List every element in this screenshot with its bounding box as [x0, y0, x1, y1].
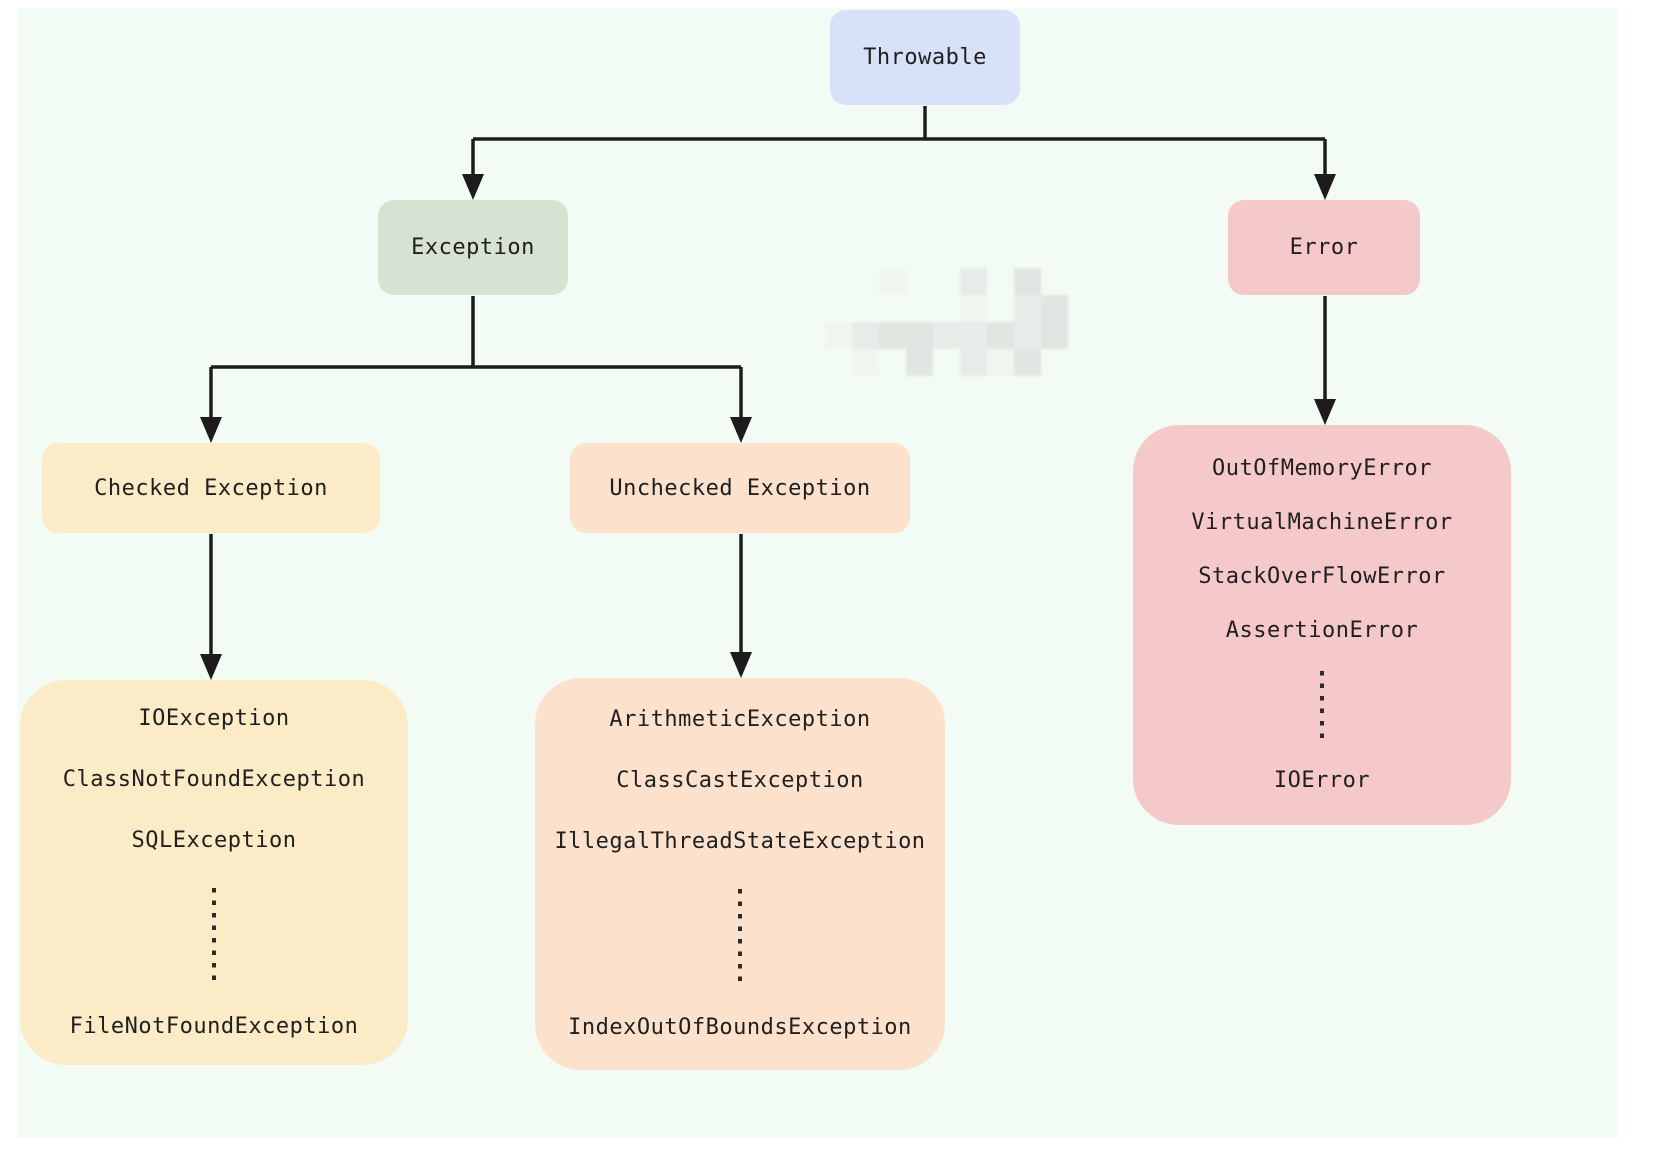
- node-unchecked-exception-label: Unchecked Exception: [609, 475, 871, 501]
- list-item: IOError: [1273, 768, 1371, 793]
- vertical-ellipsis: [738, 889, 742, 981]
- list-item: IOException: [138, 705, 290, 731]
- blurred-watermark: [798, 268, 1068, 376]
- list-item: ArithmeticException: [609, 707, 871, 732]
- list-item: IllegalThreadStateException: [554, 829, 926, 854]
- node-checked-exception: Checked Exception: [42, 443, 380, 533]
- list-item: IndexOutOfBoundsException: [568, 1015, 912, 1040]
- list-item: FileNotFoundException: [69, 1013, 359, 1039]
- vertical-ellipsis: [212, 887, 216, 980]
- node-exception-label: Exception: [411, 235, 535, 260]
- node-checked-exception-examples: IOException ClassNotFoundException SQLEx…: [20, 680, 408, 1065]
- node-throwable: Throwable: [830, 10, 1020, 105]
- node-unchecked-exception: Unchecked Exception: [570, 443, 910, 533]
- list-item: SQLException: [131, 827, 297, 853]
- list-item: ClassCastException: [616, 768, 864, 793]
- list-item: StackOverFlowError: [1198, 564, 1446, 589]
- list-item: OutOfMemoryError: [1212, 456, 1432, 481]
- list-item: VirtualMachineError: [1191, 510, 1453, 535]
- node-throwable-label: Throwable: [863, 45, 987, 70]
- node-unchecked-exception-examples: ArithmeticException ClassCastException I…: [535, 678, 945, 1070]
- node-error: Error: [1228, 200, 1420, 295]
- list-item: ClassNotFoundException: [62, 766, 366, 792]
- list-item: AssertionError: [1225, 618, 1419, 643]
- node-checked-exception-label: Checked Exception: [94, 475, 328, 501]
- vertical-ellipsis: [1320, 671, 1324, 741]
- node-exception: Exception: [378, 200, 568, 295]
- node-error-label: Error: [1289, 235, 1359, 260]
- node-error-examples: OutOfMemoryError VirtualMachineError Sta…: [1133, 425, 1511, 825]
